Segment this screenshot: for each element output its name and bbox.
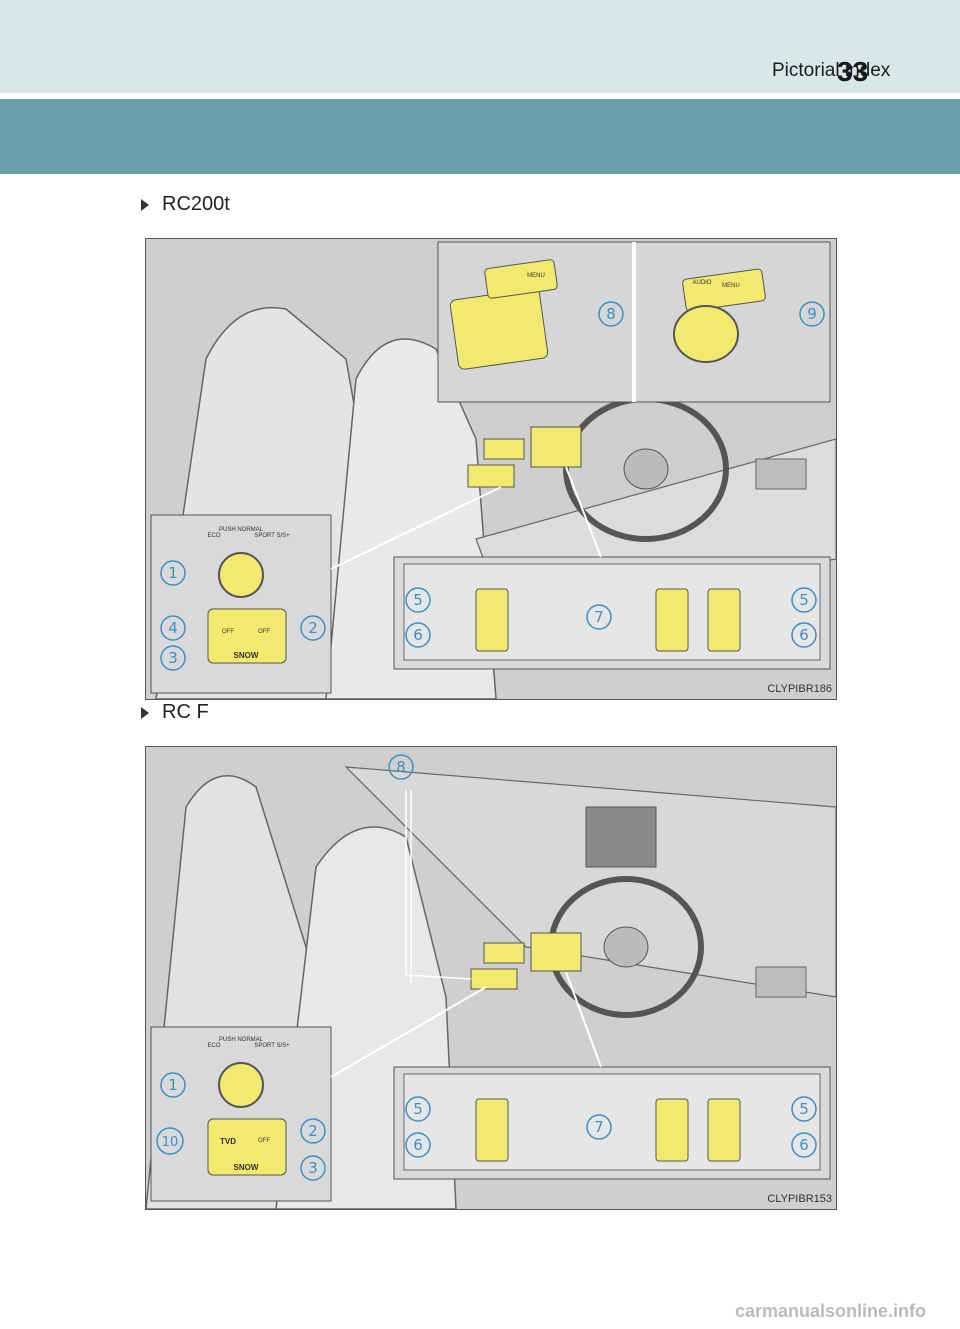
watermark: carmanualsonline.info <box>735 1301 926 1322</box>
model-label-rc200t: RC200t <box>162 193 230 216</box>
bullet-triangle-icon <box>141 707 149 719</box>
callout-6a: 6 <box>413 1136 423 1154</box>
eco-label: ECO <box>207 1043 220 1049</box>
page-number: 33 <box>837 56 868 88</box>
trac-off-label: OFF <box>258 629 270 635</box>
callout-2: 2 <box>308 619 318 637</box>
callout-7: 7 <box>594 608 604 626</box>
callout-3: 3 <box>308 1159 318 1177</box>
figure-code: CLYPIBR186 <box>767 683 832 695</box>
figure-rcf: 1 2 3 5 5 6 6 7 8 10 ECO PUSH NORMAL SPO… <box>145 746 837 1210</box>
figure-rc200t: 1 2 3 4 5 5 6 6 7 8 9 ECO PUSH NORMAL SP… <box>145 238 837 700</box>
interior-illustration: 1 2 3 4 5 5 6 6 7 8 9 ECO PUSH NORMAL SP… <box>146 239 836 699</box>
callout-5a: 5 <box>413 1100 423 1118</box>
callout-1: 1 <box>168 1076 178 1094</box>
callout-5a: 5 <box>413 591 423 609</box>
callout-8: 8 <box>396 758 406 776</box>
menu-label-2: MENU <box>722 283 740 289</box>
vsc-off-label: OFF <box>222 629 234 635</box>
callout-5b: 5 <box>799 591 809 609</box>
menu-label-1: MENU <box>527 273 545 279</box>
callout-9: 9 <box>807 305 817 323</box>
callout-1: 1 <box>168 564 178 582</box>
callout-4: 4 <box>168 619 178 637</box>
callout-7: 7 <box>594 1118 604 1136</box>
callout-5b: 5 <box>799 1100 809 1118</box>
callout-6b: 6 <box>799 1136 809 1154</box>
callout-3: 3 <box>168 649 178 667</box>
tvd-label: TVD <box>220 1137 236 1146</box>
header-color-band <box>0 99 960 174</box>
section-title: Pictorial index <box>772 60 890 82</box>
sport-label: SPORT S/S+ <box>254 533 290 539</box>
snow-label: SNOW <box>234 651 259 660</box>
callout-6b: 6 <box>799 626 809 644</box>
callout-8: 8 <box>606 305 616 323</box>
bullet-triangle-icon <box>141 199 149 211</box>
callout-6a: 6 <box>413 626 423 644</box>
trac-off-label: OFF <box>258 1138 270 1144</box>
model-label-rcf: RC F <box>162 701 209 724</box>
interior-illustration: 1 2 3 5 5 6 6 7 8 10 ECO PUSH NORMAL SPO… <box>146 747 836 1209</box>
figure-code: CLYPIBR153 <box>767 1193 832 1205</box>
sport-label: SPORT S/S+ <box>254 1043 290 1049</box>
snow-label: SNOW <box>234 1163 259 1172</box>
callout-2: 2 <box>308 1122 318 1140</box>
eco-label: ECO <box>207 533 220 539</box>
audio-label: AUDIO <box>692 280 711 286</box>
callout-10: 10 <box>162 1135 179 1150</box>
